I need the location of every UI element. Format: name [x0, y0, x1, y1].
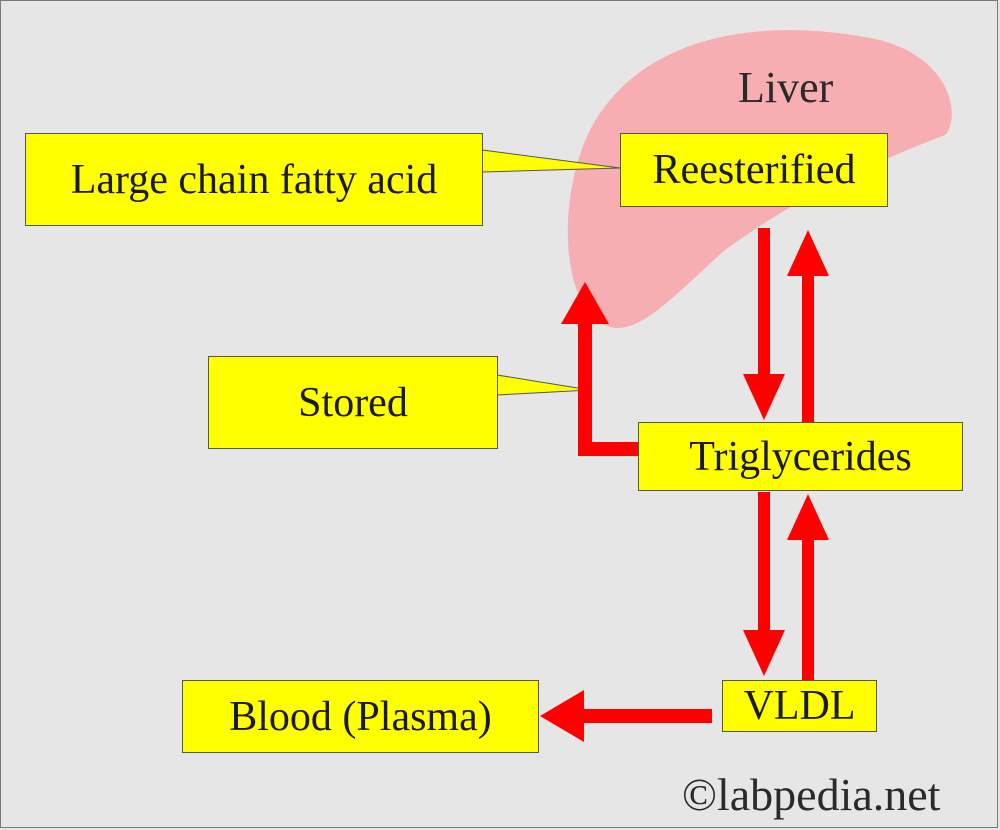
stored-callout-pointer [496, 374, 591, 396]
liver-label: Liver [738, 63, 834, 112]
watermark: ©labpedia.net [682, 769, 941, 820]
triglycerides-box: Triglycerides [638, 422, 963, 491]
vldl-label: VLDL [743, 683, 856, 729]
arrow-triglycerides-to-vldl [743, 492, 785, 676]
fatty-acid-label: Large chain fatty acid [70, 156, 438, 203]
reesterified-label: Reesterified [652, 147, 856, 193]
arrow-triglycerides-to-stored [561, 282, 638, 456]
arrow-vldl-to-blood [540, 690, 712, 742]
arrow-reesterified-to-triglycerides [743, 228, 785, 420]
fatty-acid-box: Large chain fatty acid [25, 133, 483, 226]
triglycerides-label: Triglycerides [689, 433, 912, 480]
blood-box: Blood (Plasma) [182, 680, 539, 753]
reesterified-box: Reesterified [620, 133, 888, 207]
arrow-vldl-to-triglycerides [787, 494, 829, 682]
stored-box: Stored [208, 356, 498, 449]
arrow-triglycerides-to-reesterified [787, 230, 829, 422]
stored-label: Stored [298, 379, 408, 426]
vldl-box: VLDL [722, 680, 877, 732]
blood-label: Blood (Plasma) [229, 693, 492, 740]
